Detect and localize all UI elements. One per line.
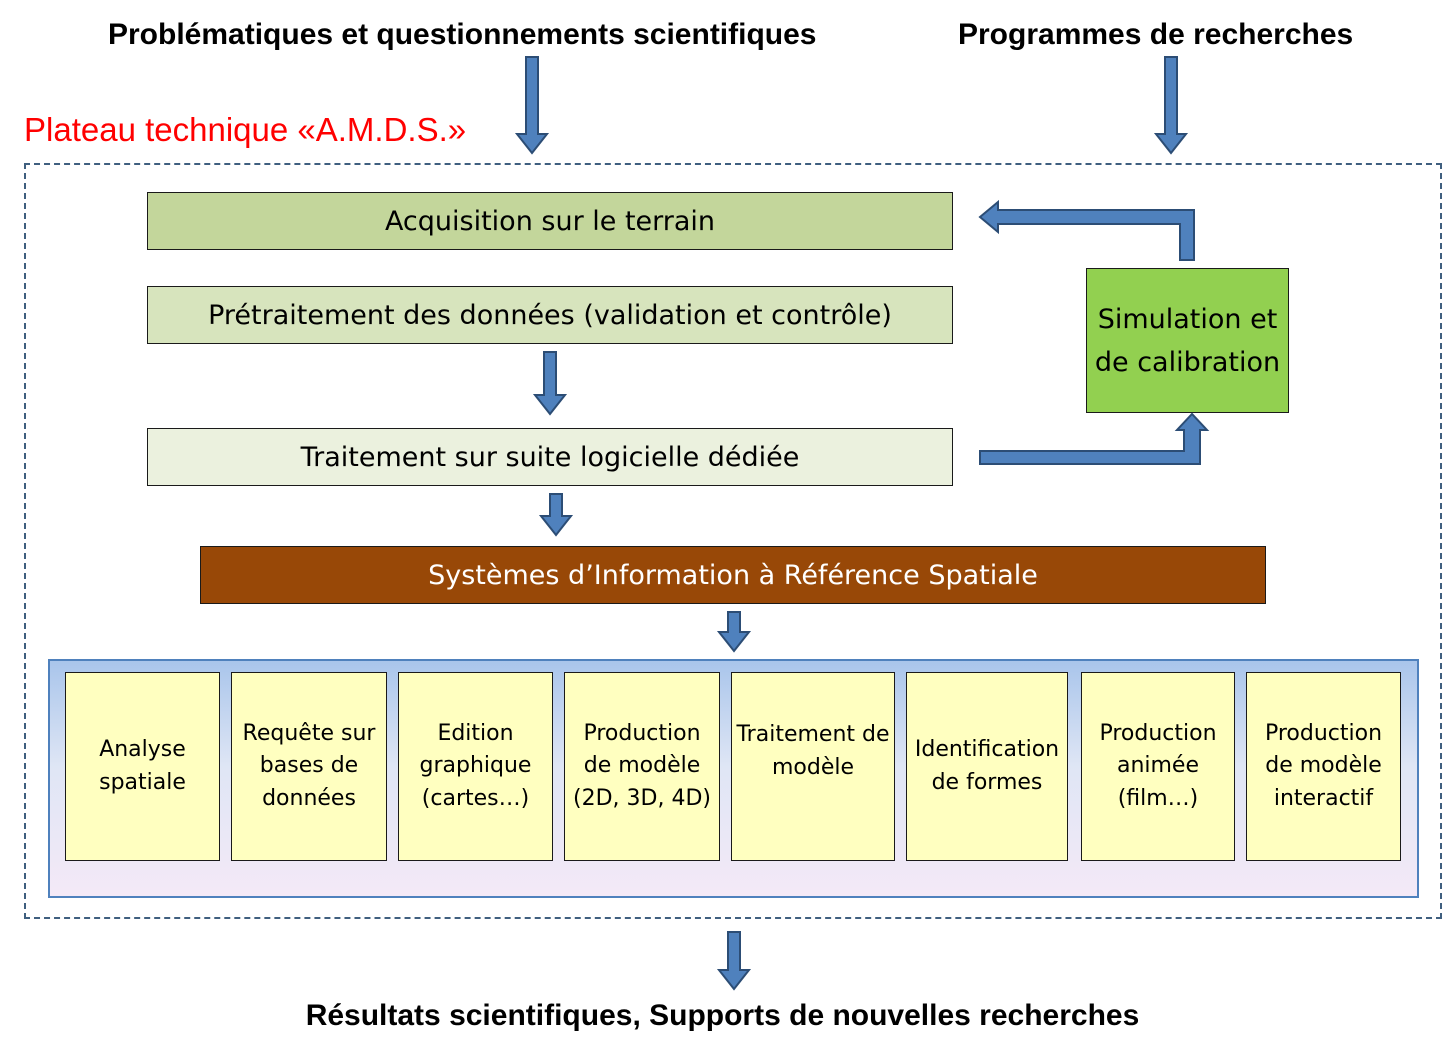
- arrow-down-trt-to-sig: [538, 493, 574, 537]
- acquisition-box: Acquisition sur le terrain: [147, 192, 953, 250]
- traitement-box: Traitement sur suite logicielle dédiée: [147, 428, 953, 486]
- arrow-down-pre-to-trt: [532, 351, 568, 416]
- arrow-trt-to-simulation: [979, 412, 1210, 465]
- sig-box: Systèmes d’Information à Référence Spati…: [200, 546, 1266, 604]
- tool-label: Analyse spatiale: [99, 737, 186, 795]
- plateau-frame: [24, 163, 1442, 919]
- pretraitement-box: Prétraitement des données (validation et…: [147, 286, 953, 344]
- tool-analyse-spatiale: Analyse spatiale: [65, 672, 220, 861]
- arrow-down-to-footer: [716, 931, 752, 991]
- header-right-title: Programmes de recherches: [958, 18, 1354, 51]
- tool-traitement-modele: Traitement de modèle: [731, 672, 895, 861]
- tool-production-modele: Production de modèle (2D, 3D, 4D): [564, 672, 720, 861]
- simulation-label: Simulation et de calibration: [1094, 303, 1281, 378]
- arrow-down-sig-to-tools: [716, 611, 752, 653]
- header-left-title: Problématiques et questionnements scient…: [108, 18, 817, 51]
- tool-label: Production animée (film…): [1099, 720, 1217, 811]
- arrow-down-left-header: [514, 56, 550, 155]
- arrow-down-right-header: [1153, 56, 1189, 155]
- tool-label: Identification de formes: [914, 737, 1060, 795]
- tool-label: Edition graphique (cartes…): [419, 720, 532, 811]
- tool-label: Production de modèle interactif: [1264, 720, 1383, 811]
- tool-edition-graphique: Edition graphique (cartes…): [398, 672, 553, 861]
- tool-requete-bases: Requête sur bases de données: [231, 672, 387, 861]
- plateau-label: Plateau technique «A.M.D.S.»: [24, 111, 467, 148]
- arrow-sim-to-acquisition: [978, 199, 1195, 261]
- tool-identification-formes: Identification de formes: [906, 672, 1068, 861]
- tool-label: Production de modèle (2D, 3D, 4D): [573, 720, 711, 811]
- tool-production-animee: Production animée (film…): [1081, 672, 1235, 861]
- simulation-box: Simulation et de calibration: [1086, 268, 1289, 413]
- tool-production-interactif: Production de modèle interactif: [1246, 672, 1401, 861]
- tool-label: Requête sur bases de données: [242, 720, 376, 811]
- footer-title: Résultats scientifiques, Supports de nou…: [305, 999, 1140, 1032]
- tool-label: Traitement de modèle: [736, 722, 890, 780]
